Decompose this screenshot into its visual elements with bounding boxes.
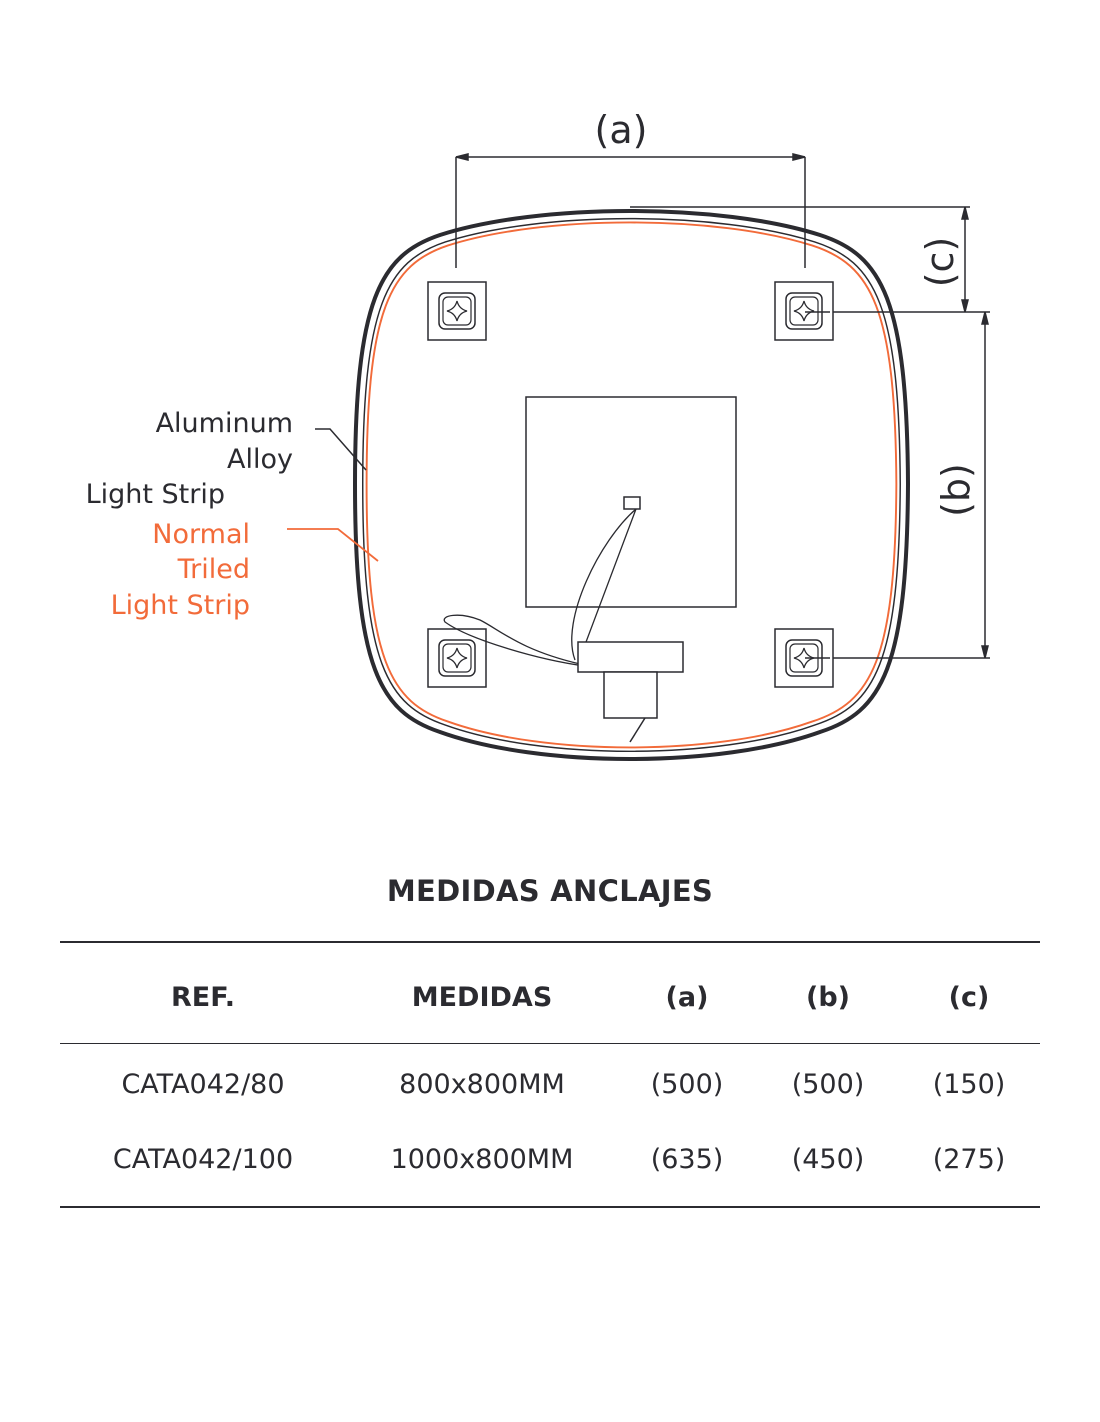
cell-a: (500) bbox=[650, 1069, 724, 1100]
table-title: MEDIDAS ANCLAJES bbox=[386, 874, 714, 908]
anchor-bracket-top-left bbox=[427, 281, 487, 341]
mirror-anchor-diagram: (a) (c) (b) Aluminum Alloy Light Strip N… bbox=[86, 108, 990, 761]
triled-label-line2: Triled bbox=[177, 554, 250, 585]
dimension-b-label: (b) bbox=[934, 463, 978, 517]
cell-b: (450) bbox=[791, 1144, 865, 1175]
dimension-a-label: (a) bbox=[595, 108, 648, 152]
header-a: (a) bbox=[665, 982, 709, 1013]
aluminum-label-line2: Alloy bbox=[227, 444, 293, 475]
sensor-switch bbox=[623, 496, 641, 510]
wire bbox=[443, 614, 586, 667]
aluminum-label-line1: Aluminum bbox=[156, 408, 293, 439]
demister-pad bbox=[525, 396, 737, 608]
cell-c: (150) bbox=[932, 1069, 1006, 1100]
table-bottom-rule bbox=[60, 1206, 1040, 1208]
triled-leader-line bbox=[287, 528, 379, 562]
cell-a: (635) bbox=[650, 1144, 724, 1175]
table-header-rule bbox=[60, 1043, 1040, 1044]
cell-ref: CATA042/80 bbox=[121, 1069, 285, 1100]
dimension-a bbox=[455, 153, 806, 268]
header-b: (b) bbox=[805, 982, 850, 1013]
triled-label-line3: Light Strip bbox=[111, 590, 250, 621]
dimension-c-label: (c) bbox=[918, 237, 962, 288]
header-ref: REF. bbox=[171, 982, 235, 1013]
wire bbox=[571, 508, 637, 661]
dimension-c bbox=[630, 206, 990, 313]
connector-box bbox=[603, 671, 658, 719]
aluminum-label-line3: Light Strip bbox=[86, 479, 225, 510]
anchor-bracket-top-right bbox=[774, 281, 834, 341]
triled-label-line1: Normal bbox=[152, 519, 250, 550]
header-medidas: MEDIDAS bbox=[411, 982, 553, 1013]
aluminum-leader-line bbox=[315, 428, 367, 471]
cell-c: (275) bbox=[932, 1144, 1006, 1175]
header-c: (c) bbox=[948, 982, 990, 1013]
table-top-rule bbox=[60, 941, 1040, 943]
cell-medidas: 1000x800MM bbox=[390, 1144, 574, 1175]
cell-medidas: 800x800MM bbox=[399, 1069, 565, 1100]
cell-ref: CATA042/100 bbox=[112, 1144, 294, 1175]
driver-box bbox=[577, 641, 684, 673]
dimension-b bbox=[805, 311, 990, 659]
cell-b: (500) bbox=[791, 1069, 865, 1100]
